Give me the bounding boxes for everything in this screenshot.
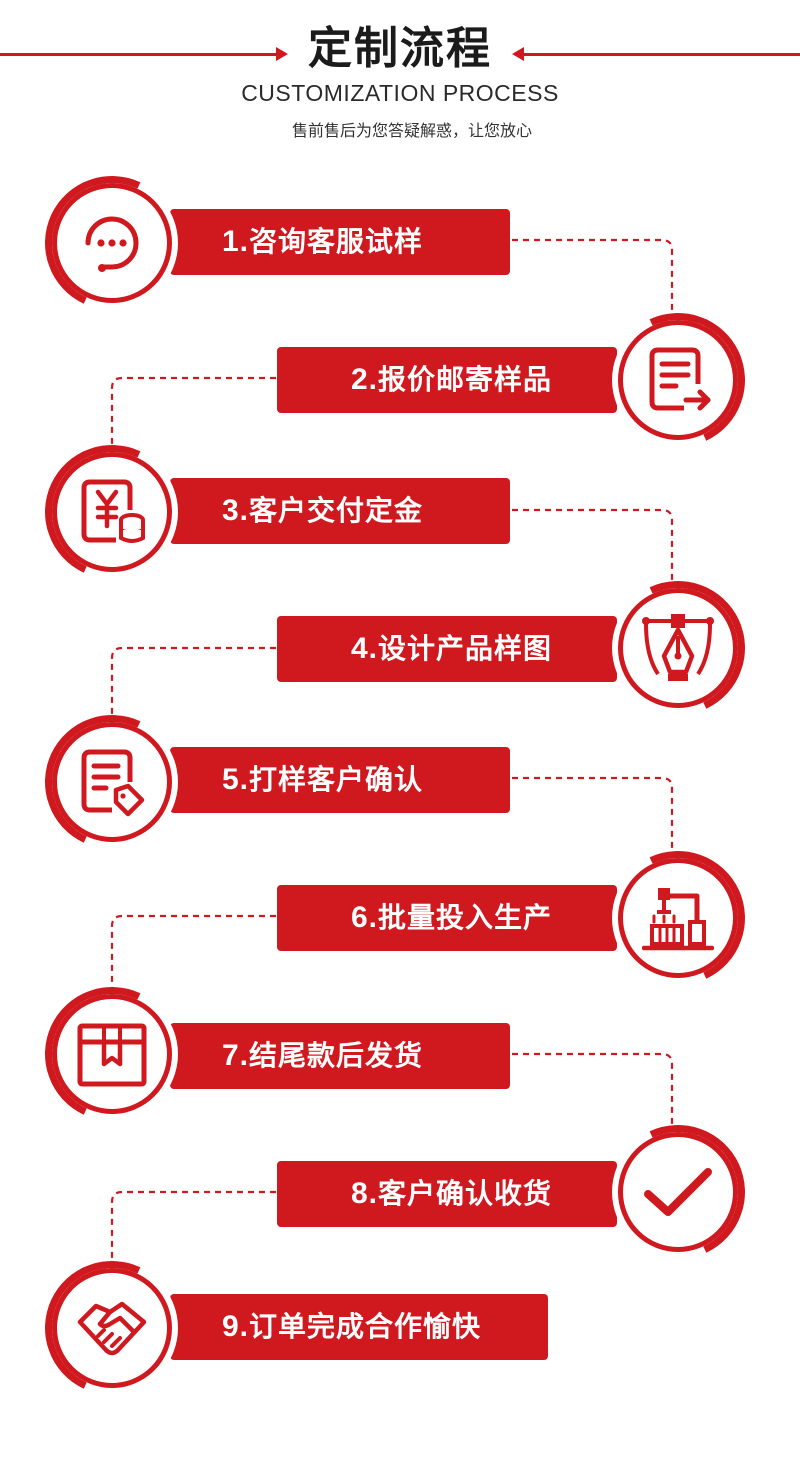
- connector-5-6: [512, 776, 674, 852]
- step-8-number: 8.: [351, 1177, 379, 1210]
- step-8-bar: 8.客户确认收货: [277, 1161, 617, 1227]
- step-6-circle: [592, 832, 764, 1004]
- step-7-number: 7.: [222, 1039, 250, 1072]
- step-1-number: 1.: [222, 225, 250, 258]
- pen-tool-icon: [642, 614, 714, 681]
- step-8-circle: [592, 1106, 764, 1278]
- package-box-icon: [77, 1023, 147, 1087]
- handshake-icon: [77, 1301, 147, 1356]
- step-3-number: 3.: [222, 494, 250, 527]
- step-4-bar: 4.设计产品样图: [277, 616, 617, 682]
- checkmark-icon: [644, 1168, 712, 1216]
- step-7-circle: [26, 968, 198, 1140]
- header-arrow-right-icon: [276, 47, 288, 61]
- step-1-circle: [26, 157, 198, 329]
- step-3-label: 客户交付定金: [249, 494, 424, 527]
- step-9-number: 9.: [222, 1310, 250, 1343]
- document-send-icon: [649, 347, 711, 411]
- header-line-right: [522, 53, 800, 56]
- step-2-number: 2.: [351, 363, 379, 396]
- step-6-label: 批量投入生产: [378, 901, 553, 934]
- step-5-bar: 5.打样客户确认: [170, 747, 510, 813]
- step-9-circle: [26, 1242, 198, 1414]
- connector-7-8: [512, 1052, 674, 1126]
- page-title: 定制流程: [308, 23, 492, 74]
- step-1-bar: 1.咨询客服试样: [170, 209, 510, 275]
- step-5-number: 5.: [222, 763, 250, 796]
- step-6-number: 6.: [351, 901, 379, 934]
- header-line-left: [0, 53, 278, 56]
- step-2-circle: [592, 294, 764, 466]
- step-4-circle: [592, 562, 764, 734]
- step-3-circle: [26, 426, 198, 598]
- step-4-number: 4.: [351, 632, 379, 665]
- step-7-bar: 7.结尾款后发货: [170, 1023, 510, 1089]
- connector-8-9: [110, 1190, 276, 1262]
- step-1-label: 咨询客服试样: [249, 225, 424, 258]
- step-9-label: 订单完成合作愉快: [249, 1310, 482, 1343]
- connector-2-3: [110, 376, 276, 446]
- step-2-bar: 2.报价邮寄样品: [277, 347, 617, 413]
- connector-6-7: [110, 914, 276, 988]
- step-6-bar: 6.批量投入生产: [277, 885, 617, 951]
- page-subtitle: CUSTOMIZATION PROCESS: [241, 80, 559, 106]
- document-tag-icon: [81, 749, 145, 817]
- header-arrow-left-icon: [512, 47, 524, 61]
- step-3-bar: 3.客户交付定金: [170, 478, 510, 544]
- connector-3-4: [512, 508, 674, 582]
- step-5-circle: [26, 696, 198, 868]
- step-7-label: 结尾款后发货: [249, 1039, 424, 1072]
- factory-robot-icon: [642, 888, 714, 951]
- yuan-coins-icon: [81, 479, 145, 543]
- connector-1-2: [512, 238, 674, 314]
- step-9-bar: 9.订单完成合作愉快: [170, 1294, 548, 1360]
- step-2-label: 报价邮寄样品: [378, 363, 553, 396]
- step-5-label: 打样客户确认: [249, 763, 424, 796]
- step-4-label: 设计产品样图: [378, 632, 553, 665]
- page-tagline: 售前售后为您答疑解惑，让您放心: [291, 121, 532, 140]
- connector-4-5: [110, 646, 276, 716]
- chat-bubble-icon: [85, 216, 139, 272]
- step-8-label: 客户确认收货: [378, 1177, 553, 1210]
